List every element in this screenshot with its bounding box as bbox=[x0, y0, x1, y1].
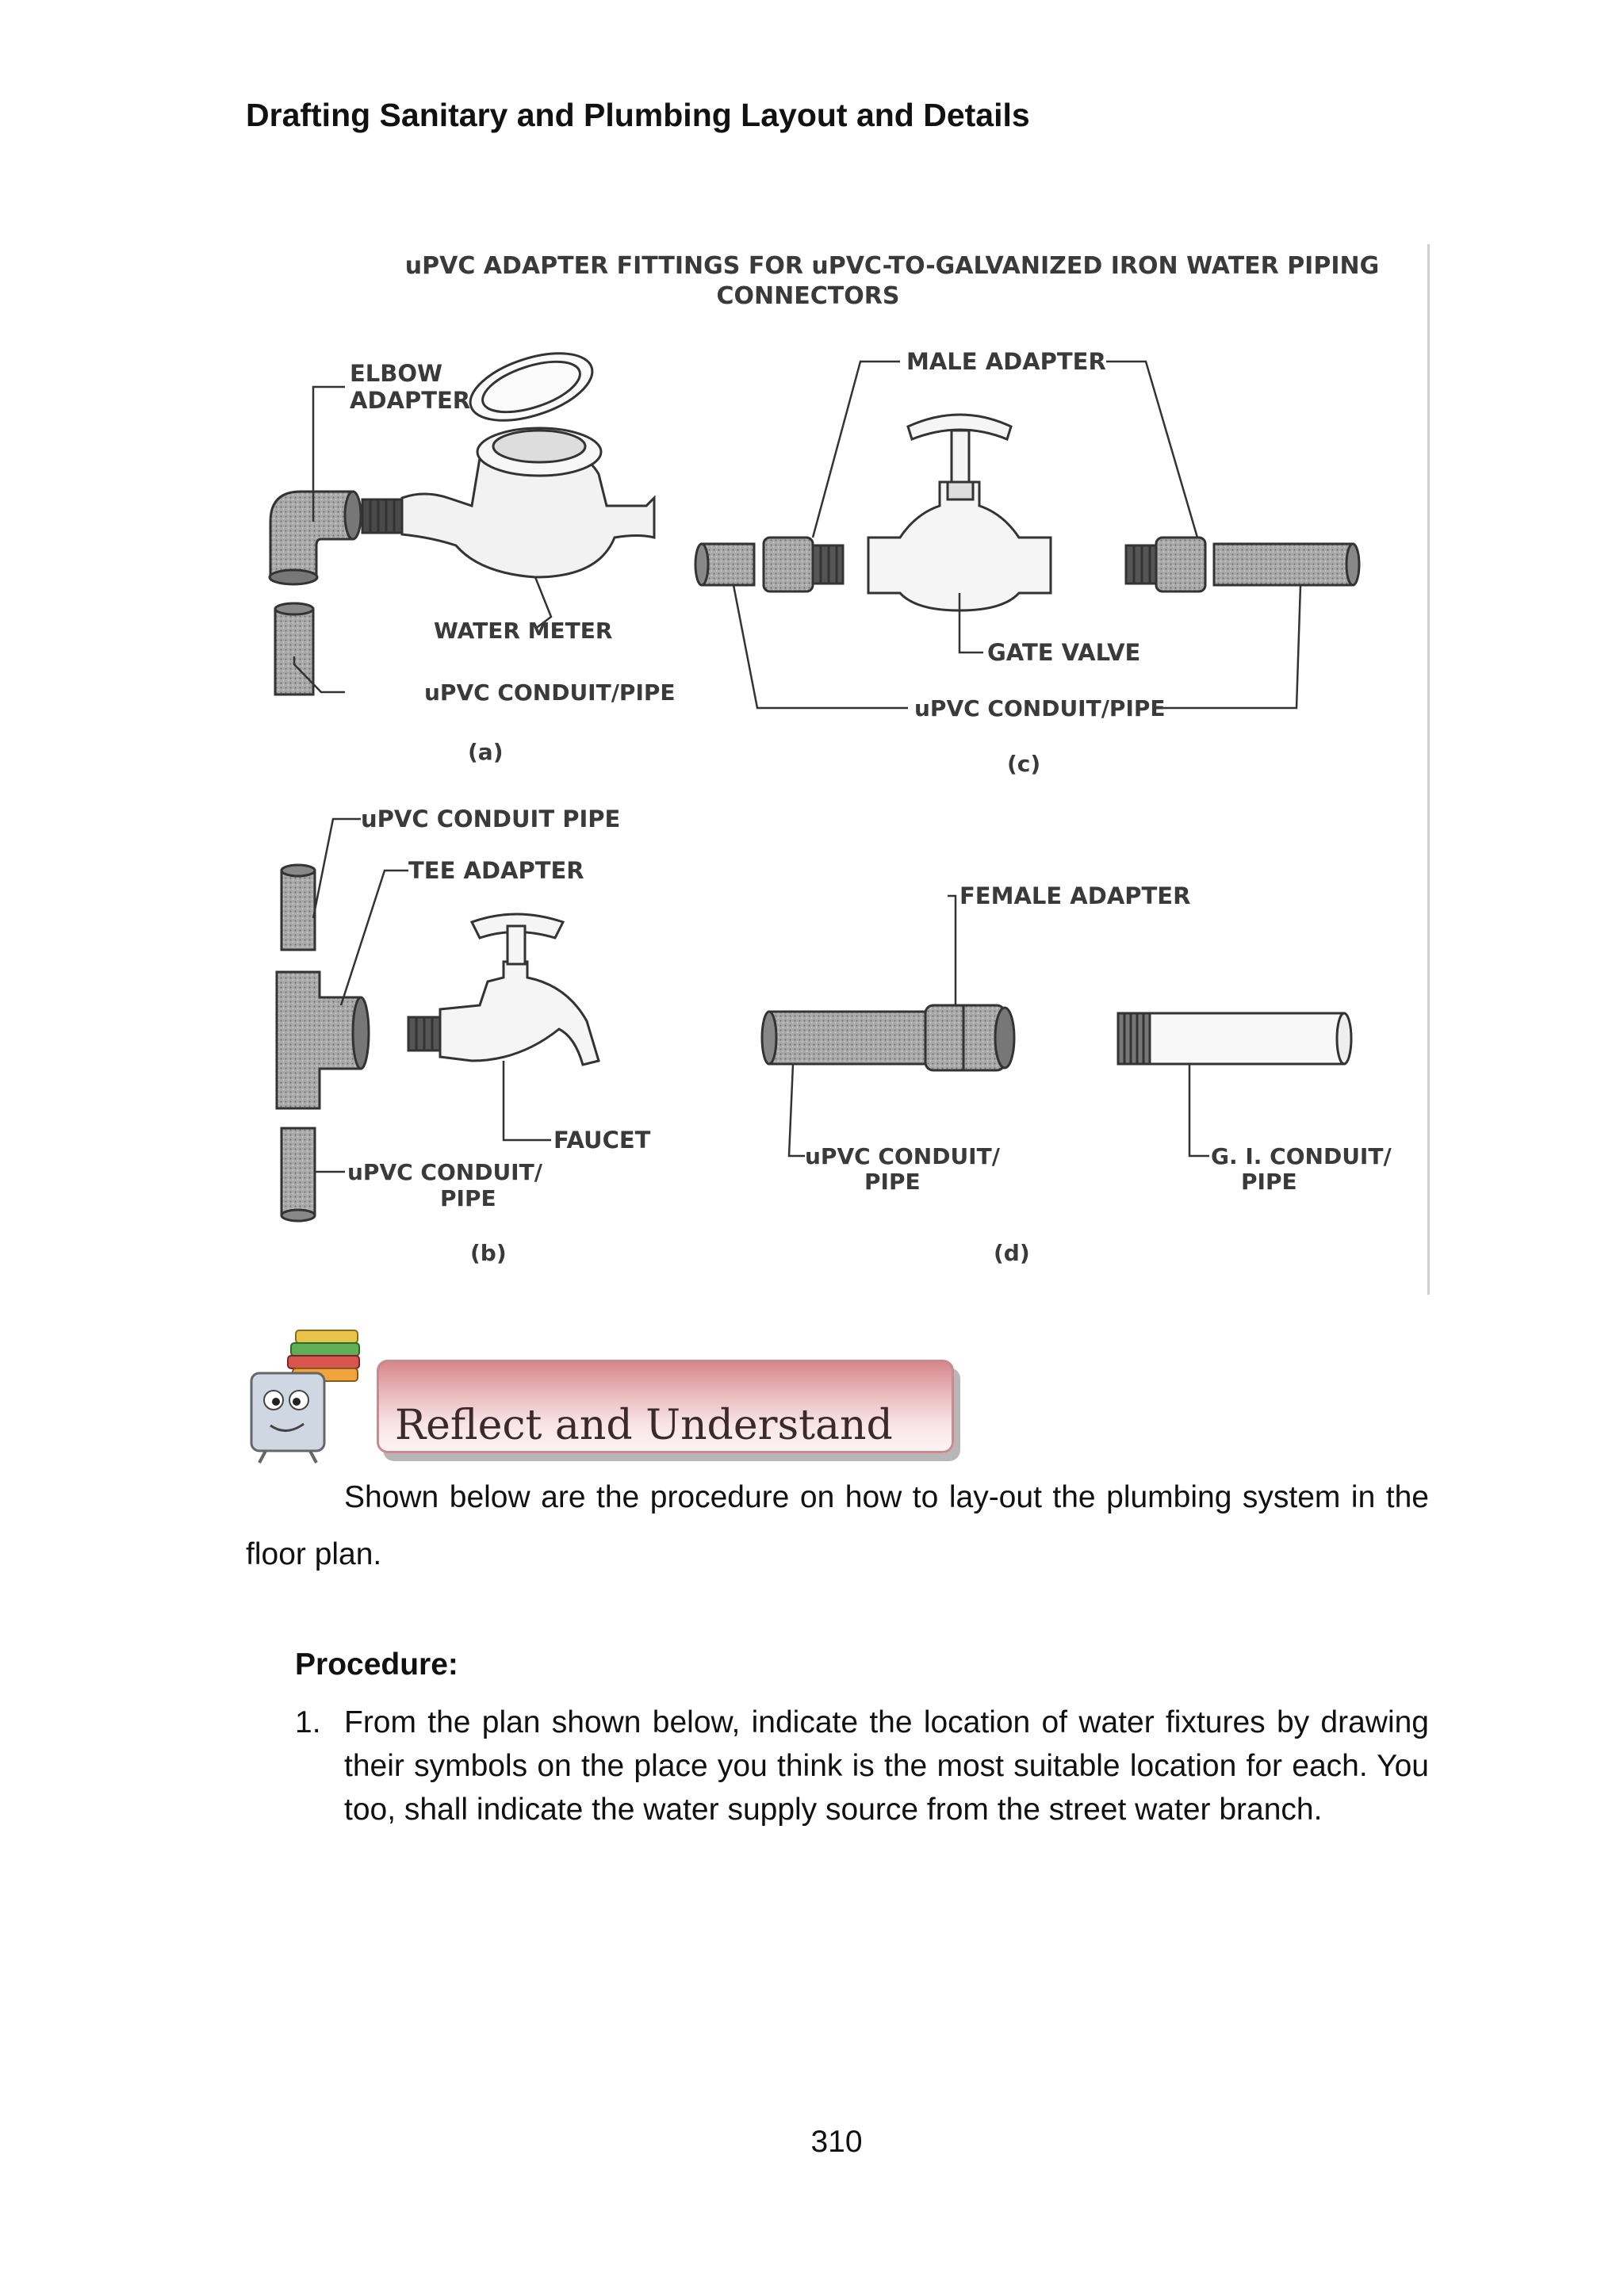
label-female-adapter: FEMALE ADAPTER bbox=[959, 882, 1190, 909]
label-gate-valve: GATE VALVE bbox=[987, 639, 1140, 666]
label-upvc-conduit-b-line2: PIPE bbox=[440, 1185, 496, 1211]
gi-pipe-d-shape bbox=[1150, 1013, 1344, 1064]
faucet-shape bbox=[440, 962, 599, 1065]
procedure-item: 1. From the plan shown below, indicate t… bbox=[295, 1701, 1429, 1831]
label-tee-adapter: TEE ADAPTER bbox=[408, 857, 584, 884]
panel-d bbox=[762, 896, 1351, 1156]
fittings-illustration: uPVC ADAPTER FITTINGS FOR uPVC-TO-GALVAN… bbox=[266, 244, 1431, 1295]
figure-title-line2: CONNECTORS bbox=[717, 282, 900, 310]
female-adapter-shape bbox=[925, 1005, 1005, 1070]
male-adapter-right-shape bbox=[1156, 538, 1205, 591]
page-header-title: Drafting Sanitary and Plumbing Layout an… bbox=[246, 97, 1030, 134]
elbow-adapter-shape bbox=[270, 492, 353, 577]
label-water-meter: WATER METER bbox=[434, 618, 612, 644]
label-upvc-conduit-d-line2: PIPE bbox=[864, 1169, 921, 1195]
upvc-pipe-b-bottom-shape bbox=[282, 1128, 315, 1215]
panel-c-label: (c) bbox=[1007, 751, 1040, 777]
plumbing-fittings-figure: uPVC ADAPTER FITTINGS FOR uPVC-TO-GALVAN… bbox=[266, 244, 1431, 1295]
panel-a-label: (a) bbox=[468, 739, 504, 765]
label-elbow-line2: ADAPTER bbox=[350, 387, 470, 414]
male-adapter-left-shape bbox=[764, 538, 813, 591]
label-male-adapter: MALE ADAPTER bbox=[906, 348, 1106, 375]
procedure-item-number: 1. bbox=[295, 1701, 321, 1744]
panel-d-label: (d) bbox=[994, 1240, 1030, 1266]
procedure-list: 1. From the plan shown below, indicate t… bbox=[295, 1701, 1429, 1831]
books-mascot-icon bbox=[242, 1324, 385, 1467]
figure-right-rule bbox=[1427, 244, 1430, 1295]
label-upvc-conduit-d-line1: uPVC CONDUIT/ bbox=[805, 1143, 1001, 1169]
upvc-pipe-c-left-shape bbox=[702, 544, 754, 585]
label-elbow-line1: ELBOW bbox=[350, 360, 442, 387]
upvc-pipe-b-top-shape bbox=[282, 871, 315, 950]
upvc-pipe-c-right-shape bbox=[1214, 544, 1353, 585]
label-upvc-conduit-b-line1: uPVC CONDUIT/ bbox=[347, 1159, 543, 1185]
reflect-banner-box: Reflect and Understand bbox=[377, 1360, 954, 1453]
intro-paragraph: Shown below are the procedure on how to … bbox=[246, 1469, 1429, 1583]
procedure-heading: Procedure: bbox=[295, 1647, 458, 1682]
label-faucet: FAUCET bbox=[553, 1127, 651, 1154]
reflect-section-banner: Reflect and Understand bbox=[242, 1324, 971, 1467]
tee-adapter-shape bbox=[277, 972, 361, 1108]
label-upvc-conduit-c: uPVC CONDUIT/PIPE bbox=[914, 695, 1166, 721]
upvc-pipe-a-shape bbox=[275, 609, 313, 695]
label-upvc-conduit-pipe-b: uPVC CONDUIT PIPE bbox=[361, 806, 620, 832]
label-gi-conduit-line1: G. I. CONDUIT/ bbox=[1211, 1143, 1392, 1169]
panel-b-label: (b) bbox=[470, 1240, 507, 1266]
page-number: 310 bbox=[0, 2125, 1624, 2160]
label-upvc-conduit-a: uPVC CONDUIT/PIPE bbox=[424, 679, 676, 706]
reflect-banner-title: Reflect and Understand bbox=[395, 1402, 893, 1449]
upvc-pipe-d-shape bbox=[769, 1012, 928, 1064]
label-gi-conduit-line2: PIPE bbox=[1241, 1169, 1297, 1195]
figure-title-line1: uPVC ADAPTER FITTINGS FOR uPVC-TO-GALVAN… bbox=[405, 252, 1379, 280]
procedure-item-text: From the plan shown below, indicate the … bbox=[344, 1705, 1429, 1827]
gate-valve-shape bbox=[868, 482, 1051, 610]
